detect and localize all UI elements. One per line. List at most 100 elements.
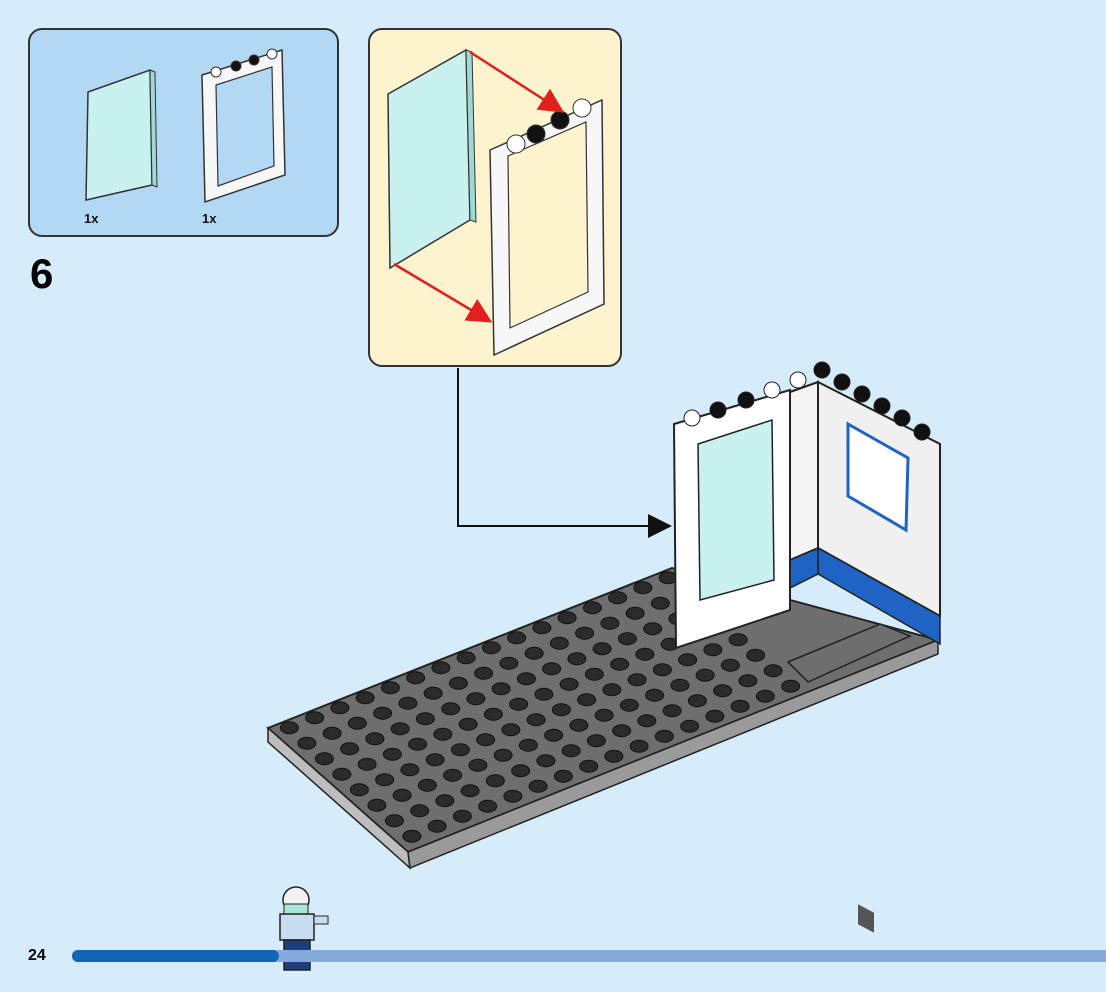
baseplate-stud — [509, 697, 529, 711]
connector-arrow — [457, 368, 672, 538]
baseplate-stud — [441, 702, 461, 716]
baseplate-stud — [524, 646, 544, 660]
step-number: 6 — [30, 250, 54, 297]
baseplate-stud — [390, 722, 410, 736]
baseplate-stud — [705, 709, 725, 723]
baseplate-stud — [507, 631, 527, 645]
baseplate-stud — [382, 747, 402, 761]
attach-arrow-bottom — [393, 262, 493, 323]
baseplate-stud — [380, 681, 400, 695]
baseplate-stud — [582, 601, 602, 615]
baseplate-stud — [575, 626, 595, 640]
baseplate-stud — [433, 727, 453, 741]
baseplate-stud — [594, 708, 614, 722]
baseplate-stud — [499, 656, 519, 670]
baseplate-stud — [676, 586, 696, 600]
baseplate-stud — [668, 612, 688, 626]
baseplate-stud — [417, 778, 437, 792]
baseplate-stud — [431, 661, 451, 675]
baseplate-stud — [670, 678, 690, 692]
white-wall-corner — [789, 380, 941, 933]
baseplate-stud — [423, 686, 443, 700]
baseplate-stud — [493, 748, 513, 762]
baseplate-stud — [427, 819, 447, 833]
baseplate-stud — [685, 627, 705, 641]
baseplate-stud — [297, 736, 317, 750]
baseplate-stud — [542, 662, 562, 676]
baseplate-stud — [435, 794, 455, 808]
baseplate-stud — [526, 713, 546, 727]
transparent-glass-pane-icon — [387, 48, 477, 270]
baseplate-stud — [551, 703, 571, 717]
baseplate-stud — [781, 679, 801, 693]
attach-arrow-top — [469, 50, 565, 113]
baseplate-stud — [474, 666, 494, 680]
baseplate-stud — [402, 829, 422, 843]
baseplate-stud — [450, 743, 470, 757]
baseplate-stud — [658, 571, 678, 585]
white-door-frame-icon — [489, 98, 605, 357]
baseplate-stud — [279, 721, 299, 735]
baseplate-stud — [549, 636, 569, 650]
baseplate-stud — [553, 769, 573, 783]
wall-top-studs — [813, 361, 931, 441]
baseplate-stud — [483, 707, 503, 721]
baseplate-stud — [456, 651, 476, 665]
baseplate-stud — [695, 668, 715, 682]
progress-bar — [72, 950, 1106, 962]
baseplate-stud — [619, 698, 639, 712]
baseplate-stud — [567, 652, 587, 666]
floor-tile — [786, 623, 912, 683]
baseplate-stud — [398, 696, 418, 710]
baseplate-stud — [720, 658, 740, 672]
baseplate-stud — [577, 693, 597, 707]
gray-baseplate — [266, 566, 942, 870]
baseplate-stud — [491, 682, 511, 696]
baseplate-stud — [693, 602, 713, 616]
baseplate-stud — [746, 648, 766, 662]
baseplate-stud — [645, 688, 665, 702]
baseplate-stud — [532, 621, 552, 635]
baseplate-stud — [408, 737, 428, 751]
baseplate-stud — [392, 788, 412, 802]
baseplate-stud — [452, 809, 472, 823]
baseplate-stud — [322, 726, 342, 740]
baseplate-stud — [561, 744, 581, 758]
sub-assembly-callout — [368, 28, 622, 367]
baseplate-stud — [443, 768, 463, 782]
baseplate-stud — [349, 783, 369, 797]
baseplate-stud — [478, 799, 498, 813]
baseplate-stud — [627, 673, 647, 687]
baseplate-stud — [305, 711, 325, 725]
callout-art — [387, 48, 605, 357]
baseplate-stud — [534, 687, 554, 701]
baseplate-stud — [528, 779, 548, 793]
baseplate-stud — [650, 596, 670, 610]
baseplate-stud — [367, 798, 387, 812]
baseplate-stud — [314, 752, 334, 766]
assembled-window-frame — [672, 371, 807, 650]
baseplate-stud — [660, 637, 680, 651]
baseplate-stud — [511, 764, 531, 778]
baseplate-stud — [406, 671, 426, 685]
baseplate-stud — [448, 676, 468, 690]
part-quantity-glass: 1x — [84, 211, 99, 226]
baseplate-stud — [476, 733, 496, 747]
baseplate-stud — [755, 689, 775, 703]
baseplate-stud — [703, 643, 723, 657]
parts-list-panel: 1x 1x — [28, 28, 339, 237]
page-number: 24 — [28, 947, 46, 964]
baseplate-stud — [340, 742, 360, 756]
baseplate-stud — [569, 718, 589, 732]
baseplate-stud — [680, 719, 700, 733]
baseplate-stud — [604, 749, 624, 763]
baseplate-stud — [662, 704, 682, 718]
baseplate-stud — [586, 734, 606, 748]
baseplate-stud — [610, 657, 630, 671]
baseplate-stud — [643, 622, 663, 636]
baseplate-stud — [728, 633, 748, 647]
baseplate-stud — [330, 701, 350, 715]
baseplate-stud — [637, 714, 657, 728]
baseplate-stud — [687, 694, 707, 708]
baseplate-stud — [629, 739, 649, 753]
